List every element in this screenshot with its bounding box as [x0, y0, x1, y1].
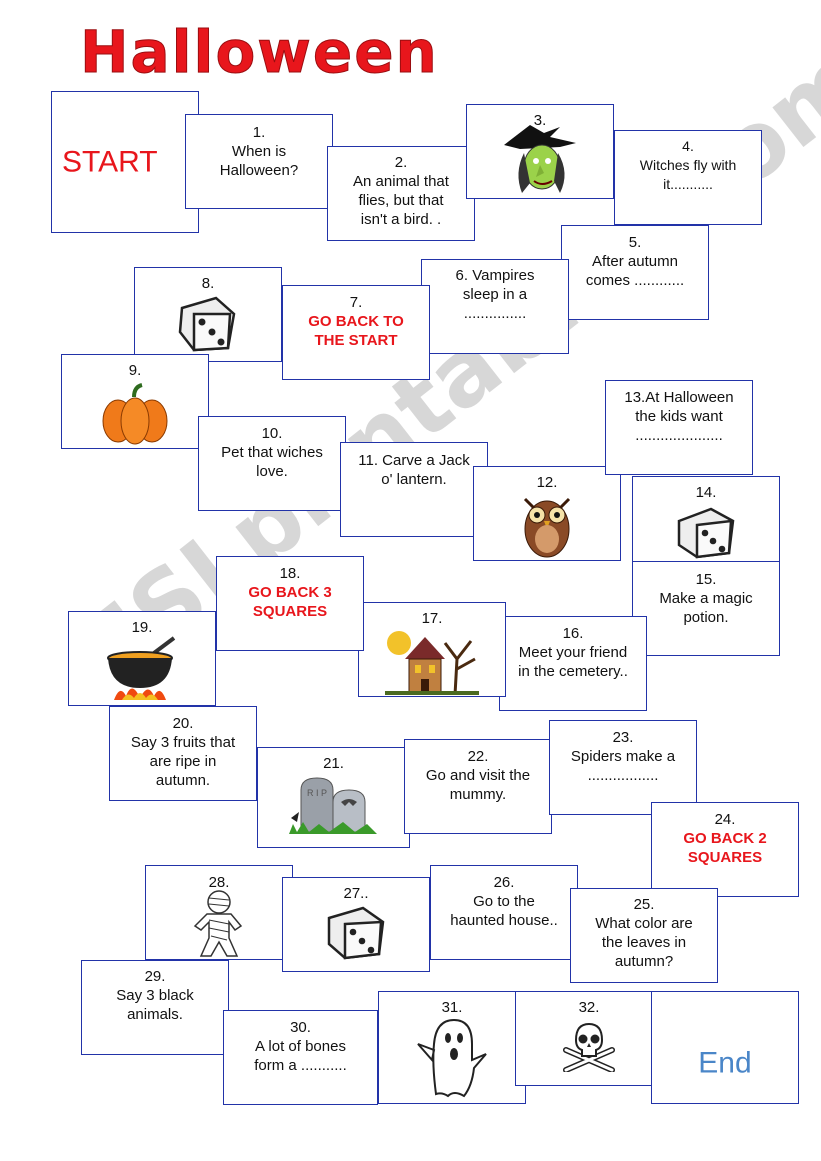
square-7: 7. GO BACK TO THE START	[282, 285, 430, 380]
square-number: 12.	[536, 474, 558, 491]
square-text: 6. Vampires sleep in a ...............	[455, 267, 535, 322]
square-19: 19.	[68, 611, 216, 706]
end-label: End	[698, 1046, 752, 1080]
skull-crossbones-icon	[563, 1022, 615, 1072]
square-number: 8.	[201, 275, 215, 292]
square-text: Witches fly with it...........	[639, 157, 737, 192]
cauldron-icon	[107, 636, 176, 700]
square-text: An animal that flies, but that isn't a b…	[353, 173, 449, 228]
square-number: 21.	[323, 755, 344, 772]
square-text: GO BACK 2 SQUARES	[683, 830, 767, 866]
square-number: 7.	[349, 294, 363, 311]
square-14: 14.	[632, 476, 780, 562]
square-number: 20.	[172, 715, 194, 732]
square-number: 25.	[633, 896, 655, 913]
square-number: 22.	[467, 748, 489, 765]
page-title: Halloween	[80, 18, 439, 86]
square-number: 9.	[128, 362, 142, 379]
square-27: 27..	[282, 877, 430, 972]
square-number: 24.	[714, 811, 736, 828]
square-text: Say 3 fruits that are ripe in autumn.	[130, 734, 236, 789]
square-number: 3.	[533, 112, 547, 129]
pumpkin-icon	[102, 383, 168, 445]
square-12: 12.	[473, 466, 621, 561]
square-17: 17.	[358, 602, 506, 697]
square-11: 11. Carve a Jack o' lantern.	[340, 442, 488, 537]
square-21: 21. R I P	[257, 747, 410, 848]
square-30: 30. A lot of bones form a ...........	[223, 1010, 378, 1105]
square-number: 5.	[628, 234, 642, 251]
square-number: 16.	[562, 625, 584, 642]
square-28: 28.	[145, 865, 293, 960]
square-8: 8.	[134, 267, 282, 362]
square-number: 28.	[208, 874, 230, 891]
ghost-icon	[417, 1018, 487, 1098]
square-number: 19.	[131, 619, 153, 636]
square-number: 15.	[695, 571, 717, 588]
square-22: 22. Go and visit the mummy.	[404, 739, 552, 834]
start-square: START	[51, 91, 199, 233]
square-1: 1. When is Halloween?	[185, 114, 333, 209]
square-text: Make a magic potion.	[659, 590, 753, 626]
dice-icon	[327, 906, 385, 960]
square-text: When is Halloween?	[219, 143, 299, 179]
square-18: 18. GO BACK 3 SQUARES	[216, 556, 364, 651]
square-number: 4.	[682, 138, 694, 154]
square-text: GO BACK 3 SQUARES	[248, 584, 332, 620]
square-number: 1.	[252, 124, 266, 141]
gravestone-icon: R I P	[288, 777, 377, 834]
owl-icon	[523, 497, 571, 558]
square-text: Say 3 black animals.	[116, 987, 194, 1023]
square-16: 16. Meet your friend in the cemetery..	[499, 616, 647, 711]
square-text: Spiders make a .................	[570, 748, 676, 784]
witch-icon	[504, 125, 576, 193]
square-number: 30.	[290, 1019, 311, 1036]
square-number: 17.	[421, 610, 443, 627]
square-3: 3.	[466, 104, 614, 199]
square-4: 4. Witches fly with it...........	[614, 130, 762, 225]
square-5: 5. After autumn comes ............	[561, 225, 709, 320]
square-text: Pet that wiches love.	[221, 444, 323, 480]
square-9: 9.	[61, 354, 209, 449]
square-text: 11. Carve a Jack o' lantern.	[358, 452, 470, 488]
square-text: What color are the leaves in autumn?	[595, 915, 693, 970]
haunted-house-icon	[385, 631, 479, 695]
square-number: 2.	[394, 154, 408, 171]
square-number: 32.	[578, 999, 600, 1016]
square-13: 13.At Halloween the kids want ..........…	[605, 380, 753, 475]
square-31: 31.	[378, 991, 526, 1104]
square-32: 32.	[515, 991, 663, 1086]
square-text: Go and visit the mummy.	[425, 767, 531, 803]
rip-text: R I P	[306, 788, 326, 798]
square-2: 2. An animal that flies, but that isn't …	[327, 146, 475, 241]
square-29: 29. Say 3 black animals.	[81, 960, 229, 1055]
square-text: 13.At Halloween the kids want ..........…	[624, 389, 734, 444]
square-number: 10.	[261, 425, 283, 442]
square-20: 20. Say 3 fruits that are ripe in autumn…	[109, 706, 257, 801]
square-number: 26.	[493, 874, 515, 891]
square-15: 15. Make a magic potion.	[632, 561, 780, 656]
square-6: 6. Vampires sleep in a ...............	[421, 259, 569, 354]
square-number: 27..	[343, 885, 369, 902]
end-square: End	[651, 991, 799, 1104]
square-number: 18.	[279, 565, 301, 582]
square-24: 24. GO BACK 2 SQUARES	[651, 802, 799, 897]
square-text: Go to the haunted house..	[450, 893, 558, 929]
square-number: 23.	[612, 729, 634, 746]
square-text: GO BACK TO THE START	[308, 313, 404, 349]
square-text: Meet your friend in the cemetery..	[518, 644, 628, 680]
square-25: 25. What color are the leaves in autumn?	[570, 888, 718, 983]
dice-icon	[178, 296, 236, 352]
square-number: 31.	[441, 999, 463, 1016]
square-23: 23. Spiders make a .................	[549, 720, 697, 815]
square-text: After autumn comes ............	[585, 253, 685, 289]
square-26: 26. Go to the haunted house..	[430, 865, 578, 960]
square-number: 14.	[695, 484, 717, 501]
mummy-icon	[193, 890, 243, 957]
start-label: START	[62, 145, 158, 179]
dice-icon	[677, 507, 735, 559]
square-10: 10. Pet that wiches love.	[198, 416, 346, 511]
square-number: 29.	[144, 968, 166, 985]
square-text: A lot of bones form a ...........	[254, 1038, 347, 1074]
